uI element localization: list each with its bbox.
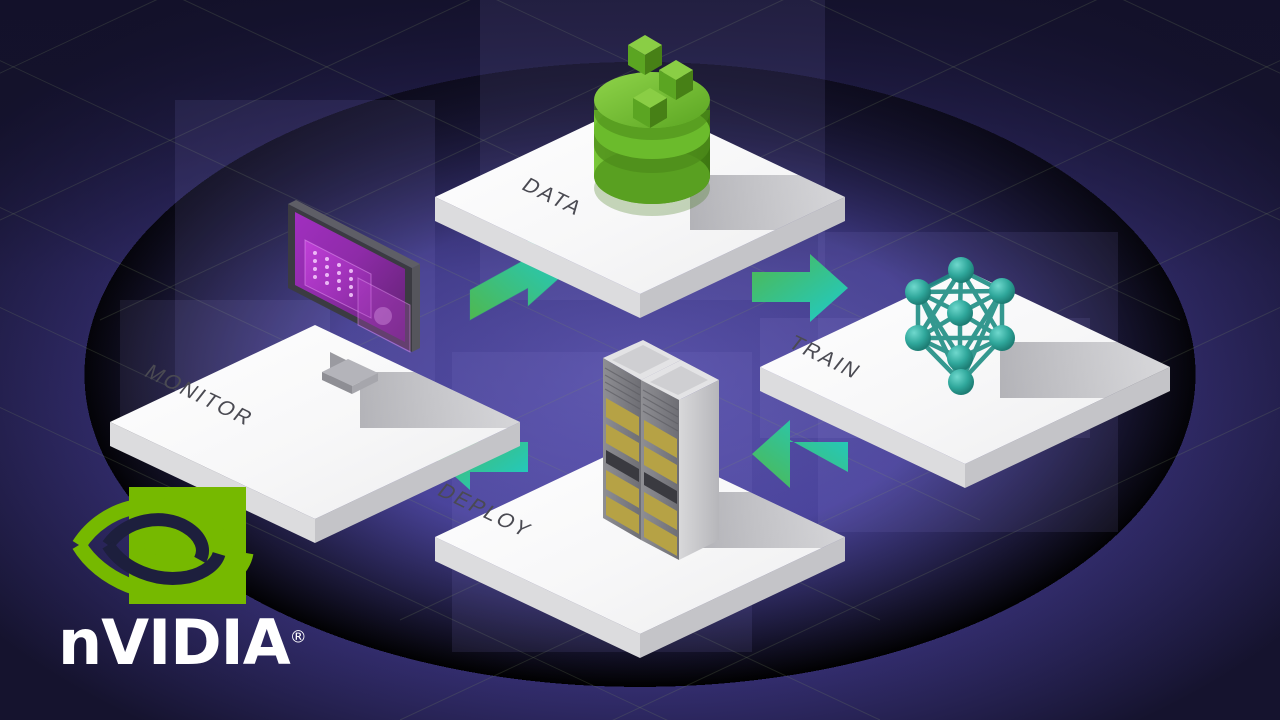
data-cube-icon-1 xyxy=(628,35,662,75)
stage-platform-train[interactable]: TRAIN xyxy=(760,257,1280,488)
desktop-monitor-icon xyxy=(288,200,420,394)
stage-platform-deploy[interactable]: DEPLOY xyxy=(433,340,1000,658)
data-cube-icon-3 xyxy=(633,88,667,128)
nvidia-wordmark: nVIDIA® xyxy=(58,612,307,674)
arrow-data-to-train xyxy=(752,254,848,322)
stage-platform-monitor[interactable]: MONITOR xyxy=(110,200,680,543)
registered-mark: ® xyxy=(289,627,307,648)
arrow-train-to-deploy xyxy=(752,420,848,488)
server-rack-icon xyxy=(603,340,719,560)
database-cylinder-icon xyxy=(594,72,710,216)
stage-platform-data[interactable]: DATA xyxy=(435,35,1000,318)
nvidia-wordmark-text: nVIDIA xyxy=(58,606,291,679)
neural-network-icon xyxy=(905,257,1015,395)
server-rack-b xyxy=(641,360,719,560)
data-cube-icon-2 xyxy=(659,60,693,100)
